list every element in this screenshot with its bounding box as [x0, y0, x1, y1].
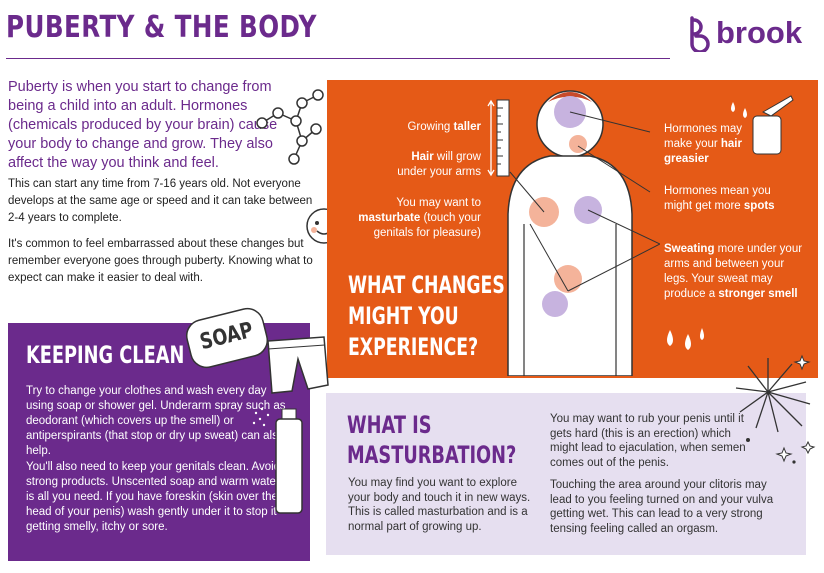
- masturbation-heading: WHAT IS MASTURBATION?: [347, 411, 517, 469]
- fireworks-icon: [735, 354, 816, 464]
- body-figure-illustration: [507, 90, 660, 376]
- keeping-clean-heading: KEEPING CLEAN: [26, 341, 185, 369]
- label-greasy-hair: Hormones may make your hair greasier: [664, 123, 742, 165]
- brand-logo[interactable]: brook: [686, 14, 802, 52]
- intro-timing: This can start any time from 7-16 years …: [8, 178, 313, 224]
- masturbation-para-1: You may find you want to explore your bo…: [348, 477, 531, 533]
- keeping-clean-para-1: Try to change your clothes and wash ever…: [26, 385, 286, 457]
- brand-name: brook: [716, 15, 803, 50]
- label-sweating: Sweating more under your arms and betwee…: [664, 243, 803, 300]
- label-spots: Hormones mean you might get more spots: [664, 185, 775, 212]
- changes-heading: WHAT CHANGES MIGHT YOU EXPERIENCE?: [348, 271, 505, 361]
- title-divider: [6, 58, 670, 59]
- intro-embarrassed: It's common to feel embarrassed about th…: [8, 238, 313, 284]
- masturbation-para-2: You may want to rub your penis until it …: [550, 413, 746, 469]
- underwear-icon: [267, 336, 329, 394]
- masturbation-panel: [326, 393, 806, 555]
- masturbation-para-3: Touching the area around your clitoris m…: [550, 479, 774, 535]
- deodorant-spray-icon: [252, 407, 303, 514]
- brook-b-icon: [690, 16, 710, 52]
- soap-bar-icon: SOAP: [181, 303, 273, 373]
- label-taller: Growing taller: [407, 121, 481, 133]
- ruler-icon: [487, 99, 510, 177]
- hormone-molecule-icon: [256, 89, 324, 165]
- intro-lead: Puberty is when you start to change from…: [8, 79, 278, 171]
- sweat-drops-icon: [667, 328, 704, 350]
- oil-drop-icon: [731, 95, 794, 155]
- keeping-clean-panel: [8, 323, 310, 561]
- label-masturbate: You may want to masturbate (touch your g…: [358, 197, 481, 239]
- soap-shape: [185, 307, 269, 369]
- keeping-clean-para-2: You'll also need to keep your genitals c…: [26, 461, 281, 533]
- page-title: PUBERTY & THE BODY: [6, 10, 317, 45]
- label-hair: Hair will grow under your arms: [397, 151, 481, 178]
